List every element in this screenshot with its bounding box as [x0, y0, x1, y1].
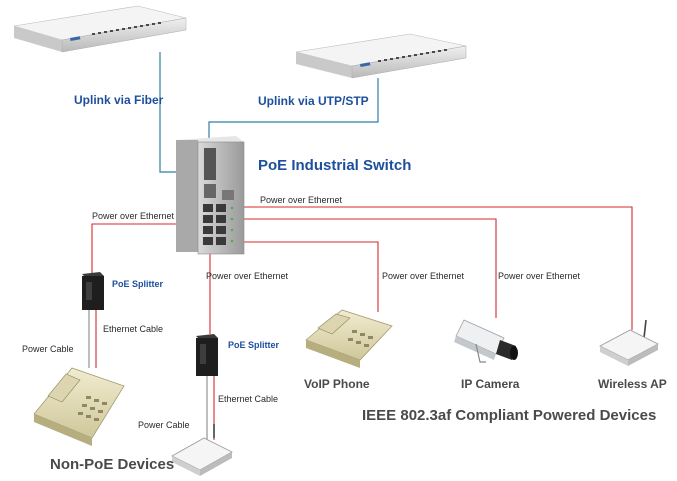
- poe-label-voip: Power over Ethernet: [382, 271, 465, 281]
- uplink-fiber-label: Uplink via Fiber: [74, 93, 164, 107]
- ieee-compliant-title: IEEE 802.3af Compliant Powered Devices: [362, 407, 657, 424]
- non-poe-phone: [33, 367, 125, 446]
- poe-splitter-left-device: [82, 272, 104, 310]
- wireless-ap-device: [599, 319, 659, 366]
- uplink-utp-label: Uplink via UTP/STP: [258, 94, 369, 108]
- poe-label-ap: Power over Ethernet: [260, 195, 343, 205]
- ip-camera-label: IP Camera: [461, 377, 520, 391]
- voip-phone-device: [305, 309, 393, 368]
- utp-uplink-line: [208, 78, 379, 152]
- voip-phone-label: VoIP Phone: [304, 377, 370, 391]
- power-cable-label-left: Power Cable: [22, 344, 74, 354]
- poe-splitter-label-left: PoE Splitter: [112, 279, 164, 289]
- poe-splitter-label-right: PoE Splitter: [228, 340, 280, 350]
- wireless-ap-label: Wireless AP: [598, 377, 667, 391]
- poe-industrial-switch: [176, 136, 245, 255]
- non-poe-router: [171, 424, 233, 476]
- poe-label-right-splitter: Power over Ethernet: [206, 271, 289, 281]
- poe-switch-label: PoE Industrial Switch: [258, 157, 412, 174]
- core-switch-top-right: [295, 33, 467, 79]
- poe-line-wireless-ap: [238, 206, 633, 330]
- ip-camera-device: [454, 319, 518, 363]
- non-poe-devices-title: Non-PoE Devices: [50, 456, 175, 473]
- poe-label-camera: Power over Ethernet: [498, 271, 581, 281]
- ethernet-cable-label-right: Ethernet Cable: [218, 394, 279, 404]
- poe-line-splitter-left: [91, 223, 212, 274]
- power-cable-label-right: Power Cable: [138, 420, 190, 430]
- poe-splitter-right-device: [196, 334, 218, 376]
- poe-line-voip: [238, 241, 379, 312]
- poe-cables: [91, 206, 633, 334]
- poe-label-left: Power over Ethernet: [92, 211, 175, 221]
- ethernet-cable-label-left: Ethernet Cable: [103, 324, 164, 334]
- core-switch-top-left: [13, 5, 187, 53]
- poe-line-camera: [238, 218, 497, 318]
